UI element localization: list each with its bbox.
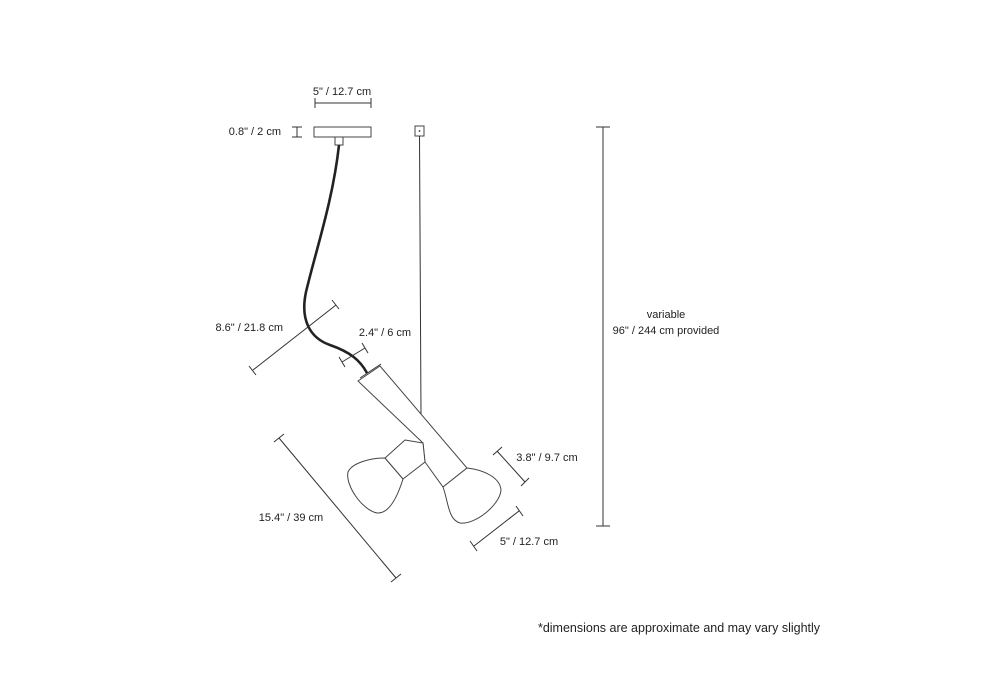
left-shade (347, 439, 426, 514)
cord-length-label: 8.6" / 21.8 cm (216, 322, 284, 334)
canopy-width-label: 5" / 12.7 cm (313, 86, 371, 98)
cord-length-dimension: 8.6" / 21.8 cm (216, 299, 340, 376)
shade-width-label: 5" / 12.7 cm (500, 536, 558, 548)
cord-end-label: 2.4" / 6 cm (359, 327, 411, 339)
canopy-width-dimension: 5" / 12.7 cm (313, 86, 372, 108)
fixture-length-label: 15.4" / 39 cm (259, 512, 323, 524)
canopy-height-label: 0.8" / 2 cm (229, 126, 281, 138)
power-cord (303, 144, 369, 374)
shade-width-dimension: 5" / 12.7 cm (469, 505, 558, 552)
shade-height-dimension: 3.8" / 9.7 cm (492, 446, 578, 487)
footnote: *dimensions are approximate and may vary… (538, 621, 821, 635)
shade-height-label: 3.8" / 9.7 cm (516, 452, 577, 464)
right-shade (442, 467, 502, 524)
canopy-height-dimension: 0.8" / 2 cm (229, 126, 302, 138)
overall-label: variable (647, 309, 686, 321)
overall-height-dimension: variable 96" / 244 cm provided (596, 126, 720, 527)
canopy (313, 126, 372, 138)
suspension-cable (414, 125, 425, 416)
overall-value: 96" / 244 cm provided (613, 325, 720, 337)
canopy-stem (334, 136, 344, 146)
cord-end-dimension: 2.4" / 6 cm (338, 327, 411, 368)
fixture-length-dimension: 15.4" / 39 cm (259, 433, 402, 583)
